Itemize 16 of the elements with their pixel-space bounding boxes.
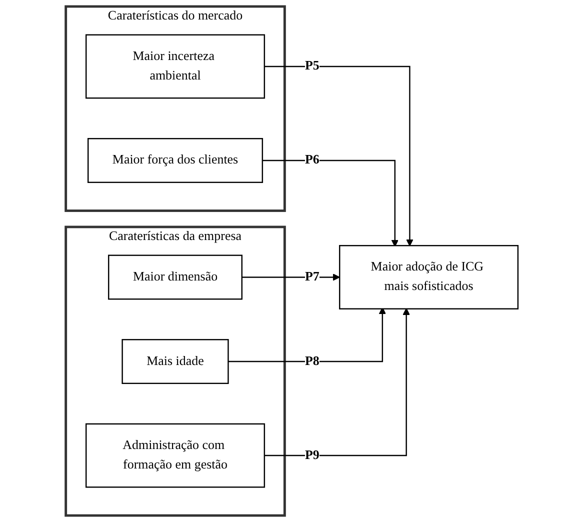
edge-label: P8 xyxy=(305,354,320,368)
edge-label: P7 xyxy=(305,270,320,284)
arrow xyxy=(228,307,386,362)
arrow xyxy=(264,66,414,246)
edge-label: P6 xyxy=(305,153,320,167)
arrow xyxy=(242,274,340,281)
node-box: Maior incerteza ambiental xyxy=(86,34,266,99)
node-box: Maior adoção de ICG mais sofisticados xyxy=(339,245,519,310)
node-box: Mais idade xyxy=(122,339,229,384)
node-box: Maior força dos clientes xyxy=(88,138,264,183)
edge-label: P9 xyxy=(305,448,320,462)
node-box: Maior dimensão xyxy=(108,254,243,300)
edge-label: P5 xyxy=(305,59,320,73)
arrow xyxy=(264,308,410,456)
node-box: Administração com formação em gestão xyxy=(86,423,266,488)
arrow xyxy=(262,160,399,247)
